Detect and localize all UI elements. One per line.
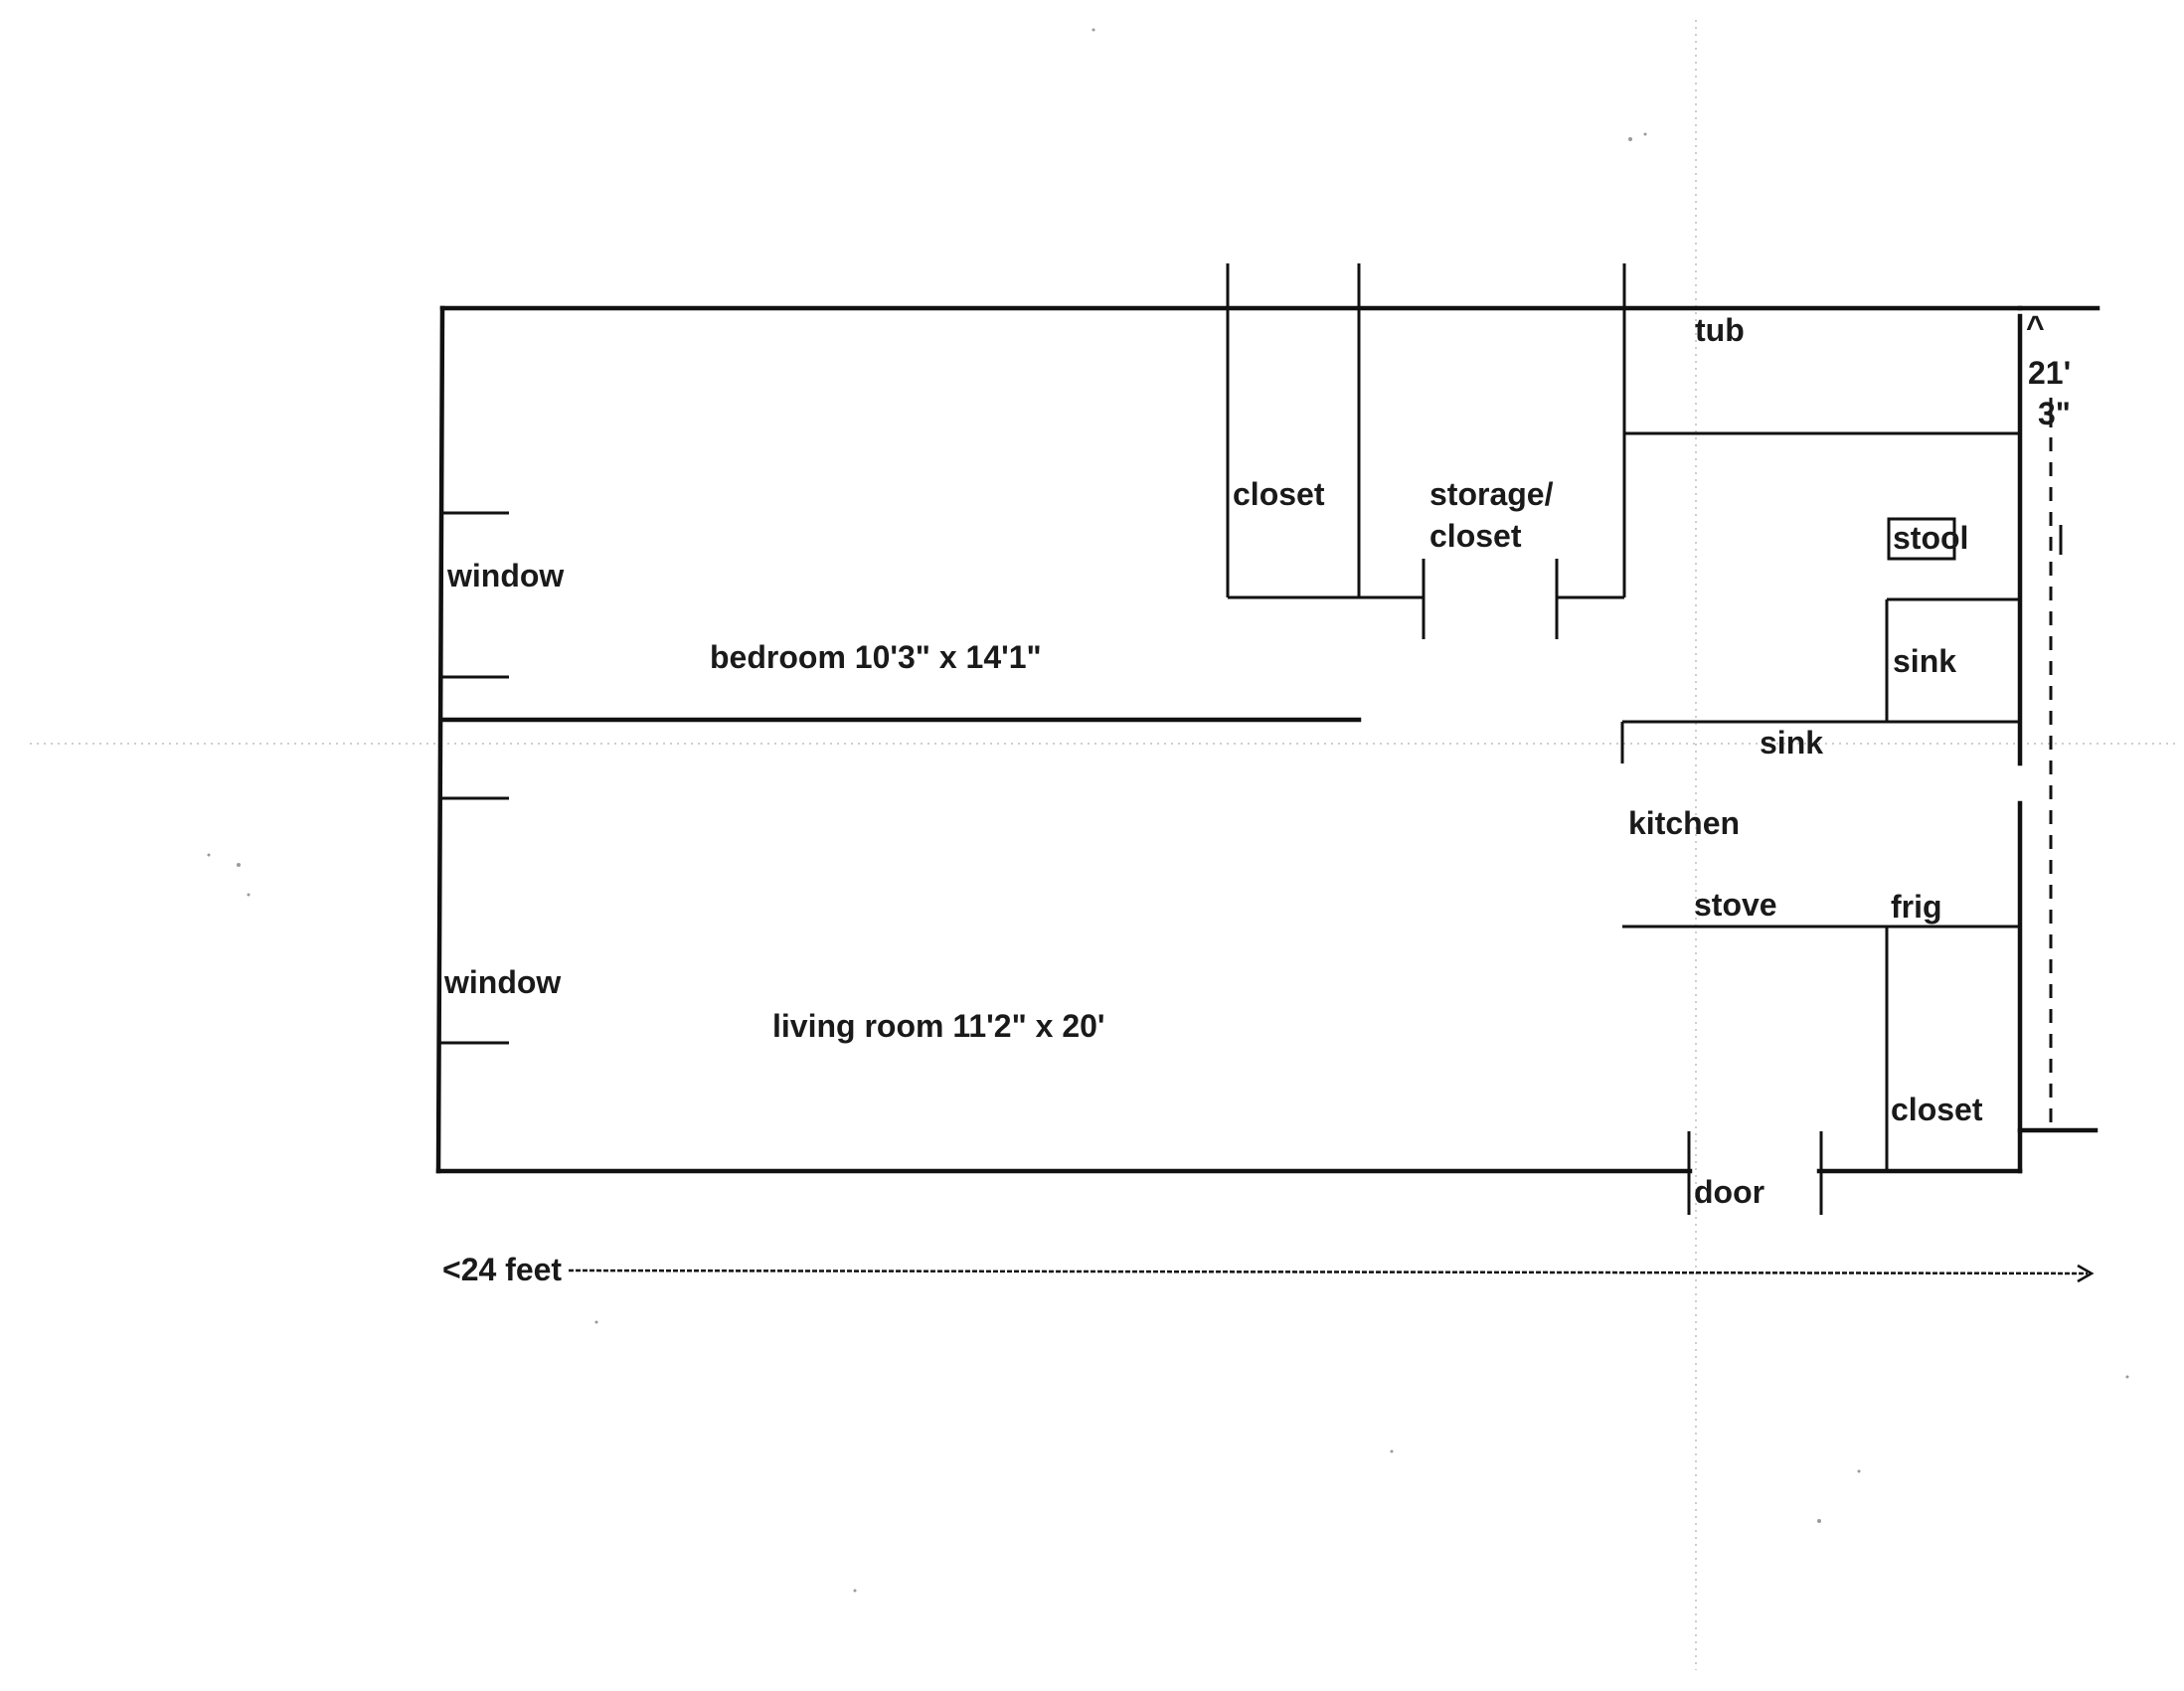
frig-label: frig xyxy=(1891,889,1942,925)
stove-label: stove xyxy=(1694,887,1777,923)
entry-door xyxy=(1687,1131,1823,1215)
closet-label: closet xyxy=(1233,476,1325,512)
window-markers xyxy=(440,511,509,1045)
bathroom-sink-label: sink xyxy=(1893,643,1956,679)
width-dimension-label: <24 feet xyxy=(442,1252,562,1287)
tub-label: tub xyxy=(1695,312,1745,348)
door-label: door xyxy=(1694,1174,1764,1210)
stool-label: stool xyxy=(1893,520,1968,556)
closet-label: closet xyxy=(1891,1092,1983,1127)
exterior-walls xyxy=(435,305,2100,1174)
kitchen-sink-label: sink xyxy=(1760,725,1823,761)
closet-walls xyxy=(1226,263,1626,639)
window-label: window xyxy=(443,964,561,1000)
living-room-label: living room 11'2" x 20' xyxy=(772,1008,1105,1044)
storage-label: storage/ xyxy=(1429,476,1554,512)
height-dimension-label: 21' xyxy=(2028,355,2071,391)
scan-specks xyxy=(207,28,2129,1593)
kitchen-label: kitchen xyxy=(1628,805,1740,841)
bedroom-label: bedroom 10'3" x 14'1" xyxy=(710,639,1042,675)
height-arrow-label: ^ xyxy=(2026,309,2045,345)
height-dimension xyxy=(2049,398,2063,1130)
bathroom-walls xyxy=(1620,431,2020,763)
window-label: window xyxy=(446,558,564,593)
height-dimension-label-line2: 3" xyxy=(2038,396,2071,431)
width-dimension xyxy=(568,1264,2095,1283)
storage-label-line2: closet xyxy=(1429,518,1522,554)
kitchen-walls xyxy=(1622,925,2018,1169)
